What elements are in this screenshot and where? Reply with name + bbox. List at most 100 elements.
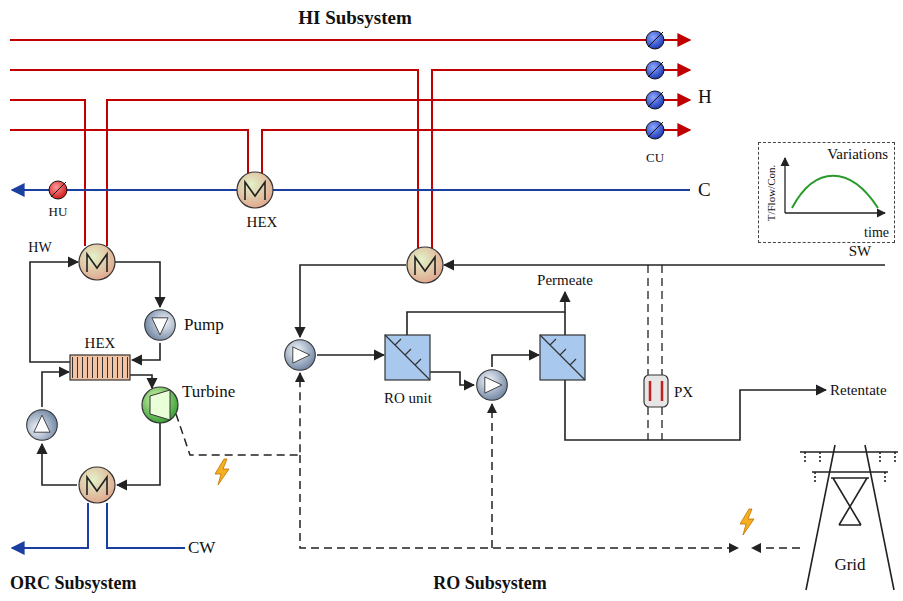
label-text: HW — [28, 240, 51, 255]
grid-tower-part — [800, 452, 898, 472]
heat-exchangers — [79, 172, 443, 503]
label-text: SW — [849, 243, 872, 260]
ro-piping-part — [564, 312, 566, 335]
lightning-symbols-part — [215, 459, 229, 485]
label-text: Pump — [184, 316, 224, 335]
label-text: HEX — [85, 335, 116, 352]
label-text: Permeate — [537, 272, 593, 289]
pump-symbols-part — [477, 370, 508, 401]
recuperator-symbol — [70, 355, 130, 380]
cooling-water-part — [12, 503, 88, 548]
ro-piping-part — [444, 264, 885, 266]
node-text: T/Flow/Con. — [765, 164, 777, 221]
pump-symbols-part — [285, 340, 316, 371]
variation-chart-part — [784, 158, 785, 213]
variation-chart-part — [785, 212, 885, 213]
ro-piping-part — [407, 292, 565, 335]
label-text: Retentate — [830, 382, 887, 399]
cold-stream — [12, 189, 690, 191]
hot-streams-part — [10, 39, 690, 41]
membrane-units-part — [385, 335, 430, 380]
membrane-units — [385, 335, 585, 380]
orc-loop-part — [42, 372, 69, 407]
hot-streams-part — [432, 70, 690, 250]
heater-symbol-part — [49, 181, 67, 199]
orc-loop — [30, 262, 160, 485]
hot-streams-part — [107, 100, 690, 246]
hot-streams-part — [10, 70, 418, 250]
grid-tower-part — [831, 478, 869, 525]
label-text: CW — [188, 539, 215, 558]
cooler-symbols-part — [648, 32, 663, 137]
orc-loop-part — [130, 375, 152, 388]
recuperator-symbol-part — [72, 357, 128, 378]
turbine-symbol-part — [150, 390, 170, 420]
label-text: ORC Subsystem — [10, 574, 137, 594]
grid-tower — [800, 445, 898, 590]
label-text: C — [698, 180, 711, 201]
electric-lines-part — [176, 373, 300, 455]
heat-exchangers-part — [79, 244, 115, 280]
ro-piping — [300, 265, 885, 440]
electric-lines — [176, 373, 800, 548]
heater-symbol — [49, 181, 67, 199]
orc-loop-part — [30, 262, 78, 362]
label-text: HU — [49, 205, 68, 219]
label-text: HI Subsystem — [298, 8, 412, 29]
px-device-part — [644, 375, 668, 407]
label-text: PX — [674, 384, 693, 401]
ro-piping-part — [430, 372, 474, 385]
electric-lines-part — [752, 547, 800, 549]
recuperator-symbol-part — [70, 355, 130, 380]
heat-exchangers-part — [407, 247, 443, 283]
orc-loop-part — [132, 343, 160, 360]
px-device-part — [648, 265, 662, 440]
variation-chart — [785, 158, 885, 213]
hot-streams — [10, 40, 690, 250]
grid-tower-part — [806, 445, 894, 590]
membrane-units-part — [540, 335, 585, 380]
orc-loop-part — [115, 262, 160, 307]
hot-streams-part — [10, 130, 248, 174]
variation-chart-part — [792, 176, 878, 208]
label-text: CU — [646, 151, 664, 165]
cooler-symbols — [646, 31, 664, 139]
orc-loop-part — [117, 423, 160, 485]
membrane-units-part — [540, 335, 585, 380]
lightning-symbols — [215, 459, 754, 535]
label-text: RO Subsystem — [433, 574, 547, 594]
lightning-symbols-part — [740, 509, 754, 535]
ro-piping-part — [565, 380, 826, 440]
ro-piping-part — [300, 265, 406, 337]
heat-exchangers-part — [79, 467, 115, 503]
node-text: time — [864, 225, 889, 240]
ro-piping-part — [492, 355, 539, 367]
px-device — [644, 265, 668, 440]
px-device-part — [650, 381, 662, 401]
label-text: HEX — [247, 214, 278, 231]
grid-tower-part — [805, 452, 895, 482]
cooling-water — [12, 503, 185, 548]
ro-piping-part — [317, 354, 384, 356]
label-text: H — [698, 87, 712, 108]
pump-symbols-part — [145, 310, 176, 341]
heater-symbol-part — [51, 182, 66, 197]
cooling-water-part — [107, 503, 185, 548]
electric-lines-part — [491, 404, 493, 548]
label-text: Grid — [834, 556, 865, 575]
hot-streams-part — [10, 100, 85, 246]
turbine-symbol-part — [142, 387, 178, 423]
label-text: Turbine — [182, 383, 235, 402]
chart-box: VariationsT/Flow/Con. time — [758, 142, 895, 243]
heat-exchangers-part — [237, 172, 273, 208]
cold-stream-part — [12, 189, 690, 191]
turbine-symbol — [142, 387, 178, 423]
label-text: RO unit — [384, 390, 432, 407]
node-text: Variations — [827, 146, 888, 163]
hot-streams-part — [262, 130, 690, 174]
membrane-units-part — [385, 335, 430, 380]
